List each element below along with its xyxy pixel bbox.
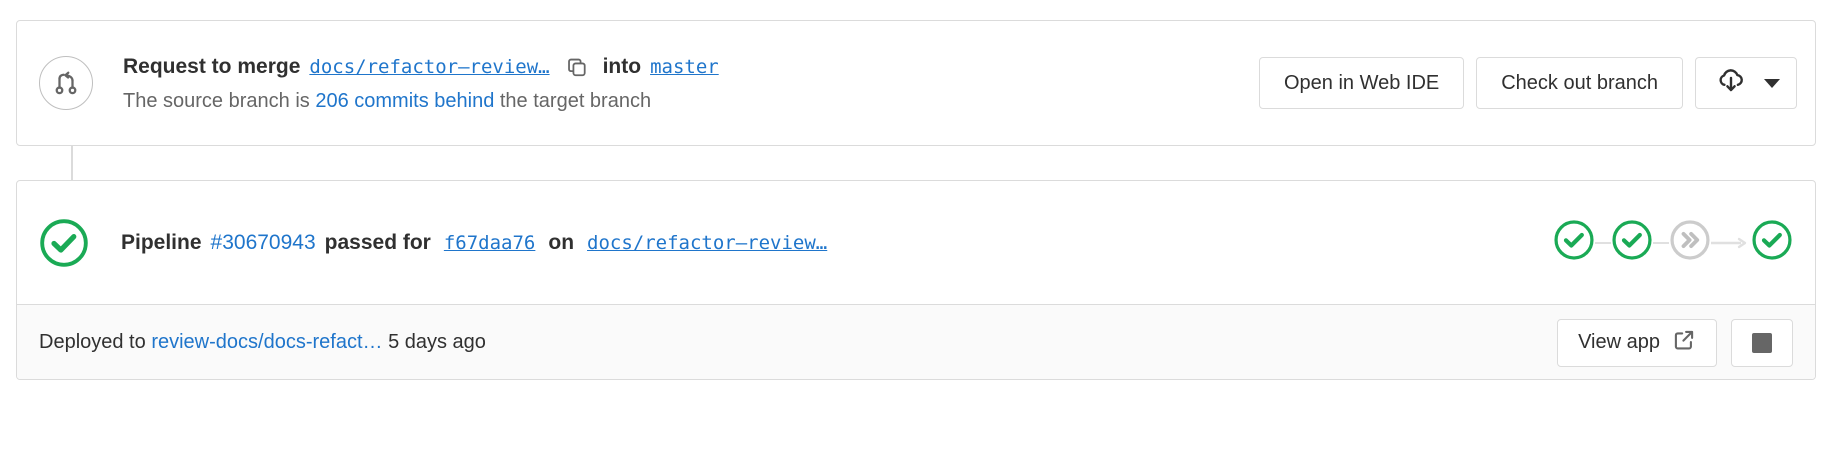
pipeline-status-row: Pipeline #30670943 passed for f67daa76 o… [17, 181, 1815, 305]
stage-skipped[interactable] [1669, 219, 1711, 266]
merge-request-card: Request to merge docs/refactor–review… i… [16, 20, 1816, 146]
deployment-description: Deployed to review-docs/docs-refact… 5 d… [39, 331, 1557, 354]
source-branch-status-prefix: The source branch is [123, 89, 310, 112]
pipeline-id-link[interactable]: #30670943 [210, 230, 316, 254]
cloud-download-icon [1716, 65, 1746, 101]
deployment-timestamp: 5 days ago [388, 331, 486, 353]
pipeline-stages [1553, 219, 1793, 266]
status-success-icon [39, 218, 89, 268]
pipeline-verb: passed for [324, 230, 431, 254]
view-app-button[interactable]: View app [1557, 318, 1717, 367]
source-branch-link[interactable]: docs/refactor–review… [309, 55, 550, 78]
into-label: into [602, 54, 642, 78]
chevron-down-icon [1764, 78, 1780, 88]
stage-separator [1653, 241, 1669, 244]
source-branch-status: The source branch is 206 commits behind … [123, 87, 1259, 115]
request-to-merge-label: Request to merge [123, 54, 301, 78]
deployment-actions: View app [1557, 318, 1793, 367]
stage-separator [1595, 241, 1611, 244]
deployment-row: Deployed to review-docs/docs-refact… 5 d… [17, 305, 1815, 379]
environment-link[interactable]: review-docs/docs-refact… [151, 331, 383, 353]
pipeline-on-label: on [548, 230, 575, 254]
stage-success-2[interactable] [1611, 219, 1653, 266]
pipeline-description: Pipeline #30670943 passed for f67daa76 o… [121, 228, 1553, 258]
external-link-icon [1672, 328, 1696, 358]
pipeline-branch-link[interactable]: docs/refactor–review… [587, 231, 828, 254]
stage-arrow-connector [1711, 237, 1751, 248]
copy-branch-name-button[interactable] [564, 54, 590, 80]
check-out-branch-button[interactable]: Check out branch [1476, 57, 1683, 109]
merge-request-summary: Request to merge docs/refactor–review… i… [123, 52, 1259, 115]
target-branch-link[interactable]: master [650, 55, 719, 78]
commits-behind-link[interactable]: 206 commits behind [315, 89, 495, 112]
deployed-to-label: Deployed to [39, 331, 146, 353]
merge-request-icon [39, 56, 93, 110]
merge-request-headline: Request to merge docs/refactor–review… i… [123, 52, 1259, 82]
pipeline-card: Pipeline #30670943 passed for f67daa76 o… [16, 180, 1816, 380]
stop-environment-button[interactable] [1731, 318, 1793, 367]
view-app-label: View app [1578, 331, 1660, 353]
stage-success-1[interactable] [1553, 219, 1595, 266]
card-connector-line [71, 146, 73, 182]
pipeline-label: Pipeline [121, 230, 202, 254]
open-in-web-ide-button[interactable]: Open in Web IDE [1258, 57, 1465, 109]
stage-success-3[interactable] [1751, 219, 1793, 266]
stop-icon [1752, 332, 1772, 353]
merge-request-actions: Open in Web IDE Check out branch [1258, 57, 1797, 109]
source-branch-status-suffix: the target branch [499, 89, 652, 112]
download-dropdown-button[interactable] [1695, 57, 1797, 109]
commit-sha-link[interactable]: f67daa76 [443, 231, 536, 254]
